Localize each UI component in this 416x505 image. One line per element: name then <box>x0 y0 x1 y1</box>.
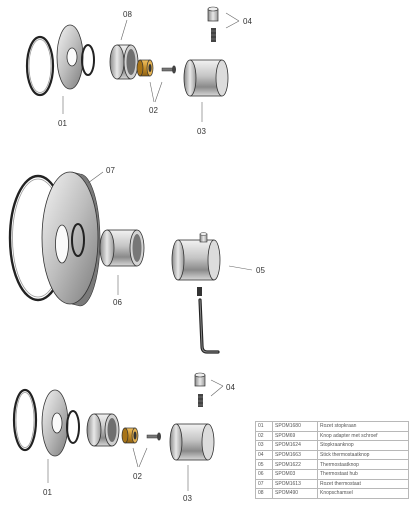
part-position-cell: 06 <box>255 468 273 480</box>
part-position-cell: 08 <box>255 488 273 499</box>
part-position-cell: 04 <box>255 449 273 461</box>
small-oring-part <box>81 44 95 76</box>
rozet-ring-part <box>25 35 55 97</box>
callout-04-bottom: 04 <box>226 383 235 392</box>
part-description-cell: Knop adapter met schroef <box>317 430 409 442</box>
leader-lines-top <box>62 12 240 122</box>
part-position-cell: 01 <box>255 421 273 432</box>
callout-labels: 08 04 01 02 03 07 06 05 04 01 02 03 <box>43 10 265 503</box>
stopkraan-knob-part-bottom <box>169 423 215 461</box>
callout-07-middle: 07 <box>106 166 115 175</box>
callout-02-bottom: 02 <box>133 472 142 481</box>
part-code-cell: SPOM1624 <box>272 440 318 451</box>
callout-01-bottom: 01 <box>43 488 52 497</box>
part-code-cell: SPOM1622 <box>272 459 318 470</box>
knop-sleeve-part <box>109 44 139 80</box>
part-code-cell: SPOM03 <box>272 468 318 480</box>
part-position-cell: 07 <box>255 478 273 490</box>
part-description-cell: Knopschamsel <box>317 488 409 499</box>
thermostat-plate-part <box>41 171 101 307</box>
part-code-cell: SPOM69 <box>272 430 318 442</box>
part-description-cell: Thermostaat hub <box>317 468 409 480</box>
part-description-cell: Thermostaatknop <box>317 459 409 470</box>
part-position-cell: 05 <box>255 459 273 470</box>
part-code-cell: SPOM490 <box>272 488 318 499</box>
part-description-cell: Rozet stopkraan <box>317 421 409 432</box>
part-code-cell: SPOM1680 <box>272 421 318 432</box>
screw-part <box>161 65 176 74</box>
callout-03-top: 03 <box>197 127 206 136</box>
top-assembly <box>25 6 240 122</box>
callout-01-top: 01 <box>58 119 67 128</box>
part-code-cell: SPOM1613 <box>272 478 318 490</box>
stopkraan-knob-part <box>183 59 229 97</box>
allen-key-part <box>197 287 220 354</box>
part-description-cell: Stopkraanknop <box>317 440 409 451</box>
leader-lines-middle <box>87 171 253 295</box>
part-position-cell: 03 <box>255 440 273 451</box>
part-description-cell: Stick thermostaatknop <box>317 449 409 461</box>
screw-part-bottom <box>146 432 161 441</box>
thermostat-knob-part <box>171 232 221 281</box>
leader-lines-bottom <box>47 379 224 491</box>
small-oring-part-bottom <box>66 410 80 444</box>
knop-sleeve-part-bottom <box>86 413 120 447</box>
callout-04-top: 04 <box>243 17 252 26</box>
part-code-cell: SPOM1663 <box>272 449 318 461</box>
rozet-plate-part-bottom <box>41 389 69 457</box>
callout-08-top: 08 <box>123 10 132 19</box>
callout-05-middle: 05 <box>256 266 265 275</box>
callout-06-middle: 06 <box>113 298 122 307</box>
brass-adapter-part-bottom <box>121 427 139 444</box>
callout-03-bottom: 03 <box>183 494 192 503</box>
part-description-cell: Rozet thermostaat <box>317 478 409 490</box>
thermostat-hub-part <box>99 229 145 267</box>
brass-adapter-part <box>136 59 154 77</box>
middle-assembly <box>8 171 253 354</box>
rozet-plate-part <box>56 24 84 90</box>
rozet-ring-part-bottom <box>12 388 38 452</box>
callout-02-top: 02 <box>149 106 158 115</box>
bottom-assembly <box>12 372 224 491</box>
part-position-cell: 02 <box>255 430 273 442</box>
stick-part <box>207 6 219 42</box>
stick-part-bottom <box>194 372 206 407</box>
